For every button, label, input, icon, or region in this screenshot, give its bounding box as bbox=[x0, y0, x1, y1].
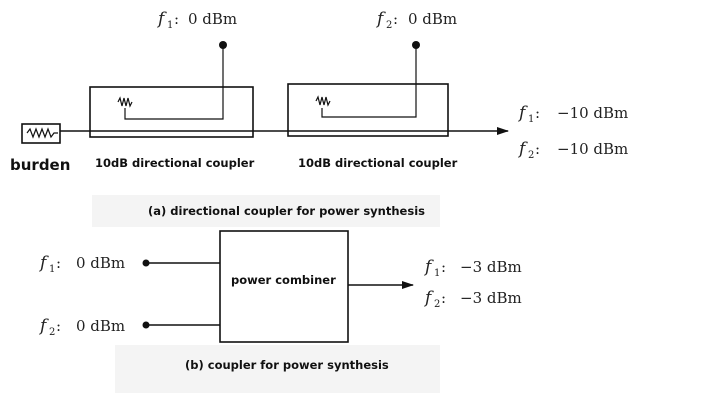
caption-b-background bbox=[115, 345, 440, 393]
input-b-2-label: f 2 : 0 dBm bbox=[38, 316, 125, 338]
input-top-1-label: f 1 : 0 dBm bbox=[156, 9, 237, 31]
svg-text::: : bbox=[441, 289, 446, 307]
diagram-a: f 1 : 0 dBm f 2 : 0 dBm burden bbox=[10, 9, 628, 218]
coupler-1-termination-resistor-icon bbox=[117, 96, 133, 108]
svg-text:0 dBm: 0 dBm bbox=[76, 317, 125, 335]
svg-text::: : bbox=[174, 10, 179, 28]
svg-text:0 dBm: 0 dBm bbox=[408, 10, 457, 28]
coupler-1-coupled-line bbox=[124, 45, 224, 120]
svg-text:−10 dBm: −10 dBm bbox=[557, 104, 628, 122]
svg-text::: : bbox=[56, 317, 61, 335]
caption-a-background bbox=[92, 195, 440, 227]
svg-text:f: f bbox=[423, 257, 434, 277]
svg-text:−10 dBm: −10 dBm bbox=[557, 140, 628, 158]
svg-text:2: 2 bbox=[528, 150, 534, 161]
svg-text::: : bbox=[56, 254, 61, 272]
caption-a: (a) directional coupler for power synthe… bbox=[148, 204, 425, 218]
svg-text:1: 1 bbox=[434, 268, 440, 279]
input-top-2-label: f 2 : 0 dBm bbox=[375, 9, 457, 31]
coupler-1-box bbox=[89, 86, 254, 138]
burden-label: burden bbox=[10, 156, 70, 174]
coupler-2-termination-resistor-icon bbox=[315, 95, 331, 107]
svg-text:1: 1 bbox=[167, 20, 173, 31]
coupler-1-label: 10dB directional coupler bbox=[95, 156, 255, 170]
svg-text:−3 dBm: −3 dBm bbox=[460, 289, 522, 307]
svg-text:1: 1 bbox=[49, 264, 55, 275]
svg-text:f: f bbox=[38, 316, 49, 336]
input-b-1-label: f 1 : 0 dBm bbox=[38, 253, 125, 275]
burden-box bbox=[21, 123, 61, 144]
coupler-2-coupled-line bbox=[321, 45, 417, 118]
svg-text::: : bbox=[393, 10, 398, 28]
svg-text:f: f bbox=[156, 9, 167, 29]
svg-text:f: f bbox=[517, 139, 528, 159]
svg-text:f: f bbox=[375, 9, 386, 29]
svg-text:0 dBm: 0 dBm bbox=[76, 254, 125, 272]
output-b-2-label: f 2 : −3 dBm bbox=[423, 288, 522, 310]
svg-text:f: f bbox=[38, 253, 49, 273]
diagram-b: f 1 : 0 dBm f 2 : 0 dBm power combiner f… bbox=[38, 230, 522, 372]
svg-text:1: 1 bbox=[528, 114, 534, 125]
svg-text::: : bbox=[535, 140, 540, 158]
burden-resistor-icon bbox=[26, 127, 58, 139]
caption-b: (b) coupler for power synthesis bbox=[185, 358, 389, 372]
svg-text:f: f bbox=[517, 103, 528, 123]
svg-text:−3 dBm: −3 dBm bbox=[460, 258, 522, 276]
svg-text::: : bbox=[441, 258, 446, 276]
svg-text:0 dBm: 0 dBm bbox=[188, 10, 237, 28]
svg-text:f: f bbox=[423, 288, 434, 308]
power-combiner-label: power combiner bbox=[231, 273, 336, 287]
svg-text:2: 2 bbox=[49, 327, 55, 338]
coupler-2-label: 10dB directional coupler bbox=[298, 156, 458, 170]
svg-text::: : bbox=[535, 104, 540, 122]
output-a-1-label: f 1 : −10 dBm bbox=[517, 103, 628, 125]
svg-text:2: 2 bbox=[434, 299, 440, 310]
svg-text:2: 2 bbox=[386, 20, 392, 31]
coupler-2-box bbox=[287, 83, 449, 137]
output-b-1-label: f 1 : −3 dBm bbox=[423, 257, 522, 279]
output-a-2-label: f 2 : −10 dBm bbox=[517, 139, 628, 161]
power-combiner-box bbox=[219, 230, 349, 343]
